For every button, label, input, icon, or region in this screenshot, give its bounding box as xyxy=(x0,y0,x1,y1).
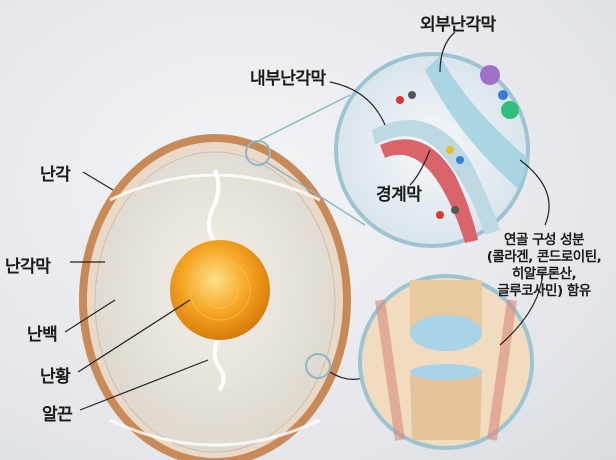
leader-lines xyxy=(64,31,550,411)
label-inner-membrane: 내부난각막 xyxy=(250,69,326,89)
label-limiting-membrane: 경계막 xyxy=(376,185,422,205)
note-line: (콜라겐, 콘드로이틴, xyxy=(486,249,602,265)
label-chalaza: 알끈 xyxy=(42,405,73,425)
magnified-membrane xyxy=(334,52,530,248)
knee-illustration xyxy=(358,274,534,450)
label-shell: 난각 xyxy=(40,165,71,185)
yolk xyxy=(170,240,270,340)
note-line: 연골 구성 성분 xyxy=(504,232,584,248)
label-outer-membrane: 외부난각막 xyxy=(420,15,496,35)
egg xyxy=(79,134,351,460)
note-line: 글루코사민) 함유 xyxy=(497,283,591,299)
label-albumen: 난백 xyxy=(27,325,58,345)
label-yolk: 난황 xyxy=(40,367,71,387)
chalaza-top xyxy=(206,169,221,247)
chalaza-bottom xyxy=(212,339,226,392)
cartilage-components-note: 연골 구성 성분 (콜라겐, 콘드로이틴, 히알루론산, 글루코사민) 함유 xyxy=(474,232,614,300)
label-shell-membrane: 난각막 xyxy=(5,257,51,277)
note-line: 히알루론산, xyxy=(511,266,577,282)
